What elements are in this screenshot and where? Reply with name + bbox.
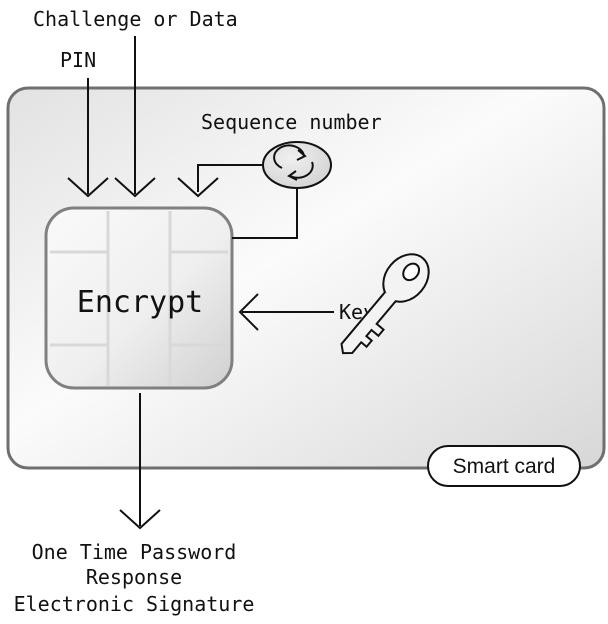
pin-arrow bbox=[67, 78, 109, 198]
challenge-or-data-label: Challenge or Data bbox=[33, 7, 238, 31]
encrypt-chip: Encrypt bbox=[44, 206, 234, 390]
key-icon bbox=[340, 253, 430, 355]
sequence-number-label: Sequence number bbox=[201, 110, 382, 134]
smart-card-label: Smart card bbox=[453, 455, 556, 478]
smart-card-badge: Smart card bbox=[427, 445, 581, 487]
sequence-feedback-line bbox=[232, 189, 298, 239]
challenge-arrow bbox=[114, 36, 156, 198]
output-arrow bbox=[119, 393, 161, 530]
pin-label: PIN bbox=[60, 48, 96, 72]
output-line-1: One Time Password bbox=[32, 540, 237, 564]
chip-contact-lines bbox=[50, 211, 228, 386]
output-line-3: Electronic Signature bbox=[14, 592, 255, 616]
key-arrow bbox=[238, 293, 334, 331]
output-line-2: Response bbox=[86, 565, 182, 589]
sync-cycle-icon bbox=[262, 141, 332, 189]
sequence-arrow bbox=[177, 164, 262, 198]
encrypt-label: Encrypt bbox=[77, 285, 203, 320]
